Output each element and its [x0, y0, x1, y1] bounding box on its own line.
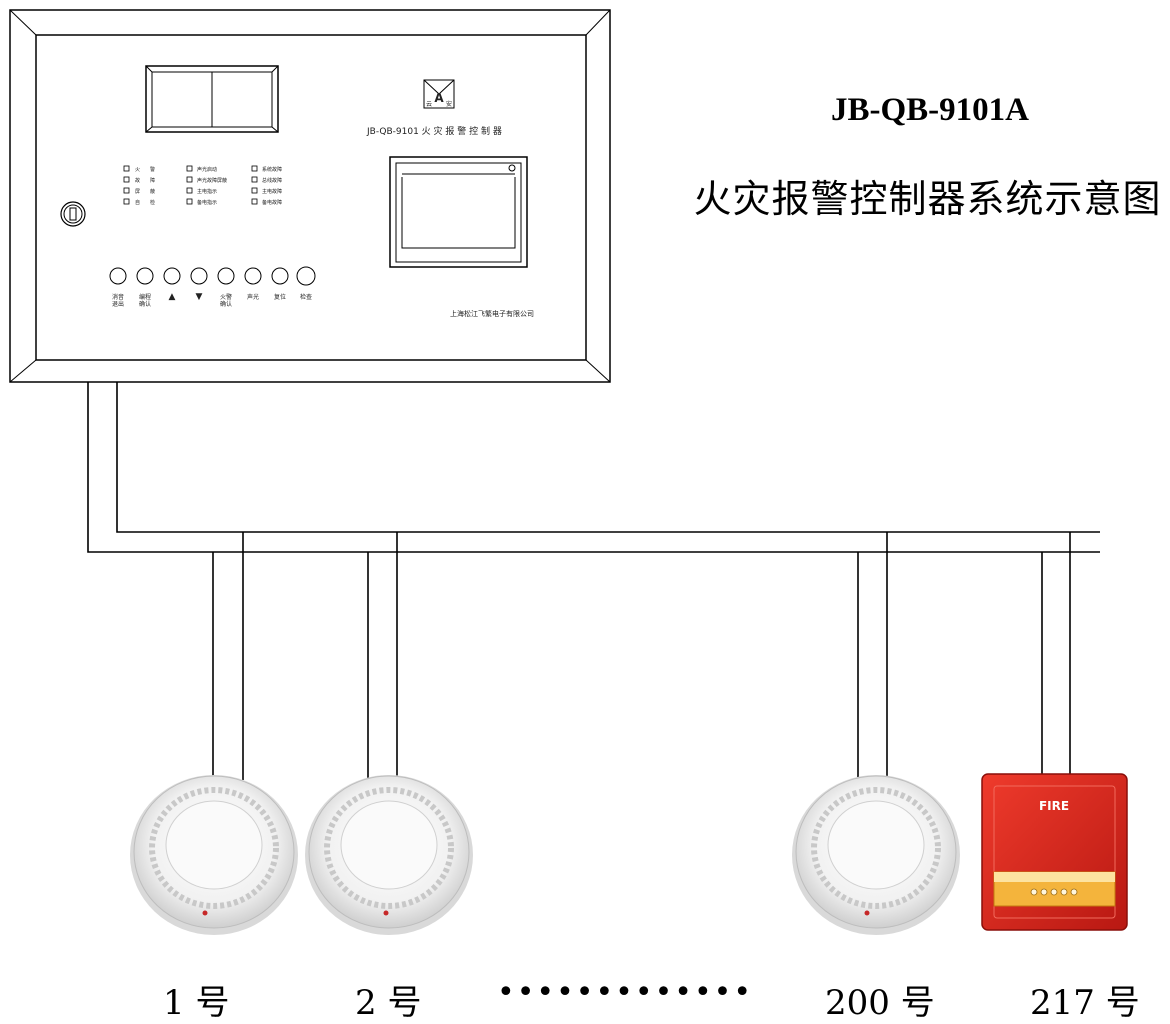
- ellipsis: •••••••••••••: [497, 975, 754, 1010]
- logo-left-char: 云: [426, 101, 432, 108]
- printer-slot: [389, 156, 528, 268]
- control-panel: A 云 安 JB-QB-9101 火 灾 报 警 控 制 器 火 警 故: [9, 9, 611, 383]
- alarm-lamps: [1030, 888, 1078, 896]
- display-window: [145, 65, 279, 133]
- device-label-217: 217 号: [1030, 983, 1140, 1023]
- device-label-1: 1 号: [163, 983, 230, 1023]
- indicator-label: 声光故障屏蔽: [197, 177, 227, 184]
- button-label: 火警确认: [220, 293, 232, 308]
- indicator-label: 火 警: [135, 166, 155, 173]
- button-reset[interactable]: [271, 267, 289, 285]
- device-label-2: 2 号: [355, 983, 422, 1023]
- indicator-label: 备电故障: [262, 199, 282, 206]
- model-title: JB-QB-9101A: [831, 92, 1029, 128]
- fire-alarm-217: FIRE: [981, 773, 1128, 931]
- indicator-label: 总线故障: [262, 177, 282, 184]
- indicator-col2: 声光启动 声光故障屏蔽 主电指示 备电指示: [186, 165, 227, 206]
- manufacturer-label: 上海松江飞繁电子有限公司: [450, 309, 534, 318]
- indicator-label: 主电指示: [197, 188, 217, 195]
- key-lock-icon[interactable]: [60, 201, 86, 227]
- button-program-confirm[interactable]: [136, 267, 154, 285]
- button-down[interactable]: [190, 267, 208, 285]
- smoke-detector-2: [305, 775, 473, 935]
- button-label: 编程确认: [139, 293, 151, 308]
- diagram-title: 火灾报警控制器系统示意图: [693, 177, 1162, 221]
- button-sound-light[interactable]: [244, 267, 262, 285]
- button-up[interactable]: [163, 267, 181, 285]
- button-check[interactable]: [296, 266, 316, 286]
- indicator-col1: 火 警 故 障 屏 蔽 自 检: [123, 165, 155, 206]
- logo-letter: A: [434, 91, 444, 105]
- indicator-label: 故 障: [135, 177, 155, 184]
- smoke-detector-1: [130, 775, 298, 935]
- indicator-col3: 系统故障 总线故障 主电故障 备电故障: [251, 165, 282, 206]
- down-arrow-icon: ▼: [196, 292, 203, 302]
- indicator-label: 主电故障: [262, 188, 282, 195]
- panel-nameplate: JB-QB-9101 火 灾 报 警 控 制 器: [366, 125, 502, 137]
- brand-logo: A 云 安: [423, 79, 455, 109]
- button-label: 复位: [274, 293, 286, 301]
- smoke-detector-200: [792, 775, 960, 935]
- button-label: 消音退出: [112, 293, 124, 308]
- device-label-200: 200 号: [825, 983, 935, 1023]
- button-fire-confirm[interactable]: [217, 267, 235, 285]
- button-label: 检查: [300, 293, 312, 301]
- logo-right-char: 安: [446, 100, 452, 108]
- button-mute-exit[interactable]: [109, 267, 127, 285]
- panel-buttons: 消音退出 编程确认 ▲ ▼ 火警确认 声光 复位 检查: [109, 266, 316, 308]
- button-label: 声光: [247, 293, 259, 301]
- indicator-label: 屏 蔽: [135, 188, 155, 195]
- indicator-label: 自 检: [135, 199, 155, 206]
- indicator-label: 系统故障: [262, 166, 282, 173]
- up-arrow-icon: ▲: [169, 292, 176, 302]
- indicator-label: 声光启动: [197, 166, 217, 173]
- bus-wiring: [87, 382, 1100, 782]
- fire-label: FIRE: [1039, 799, 1069, 813]
- indicator-label: 备电指示: [197, 199, 217, 206]
